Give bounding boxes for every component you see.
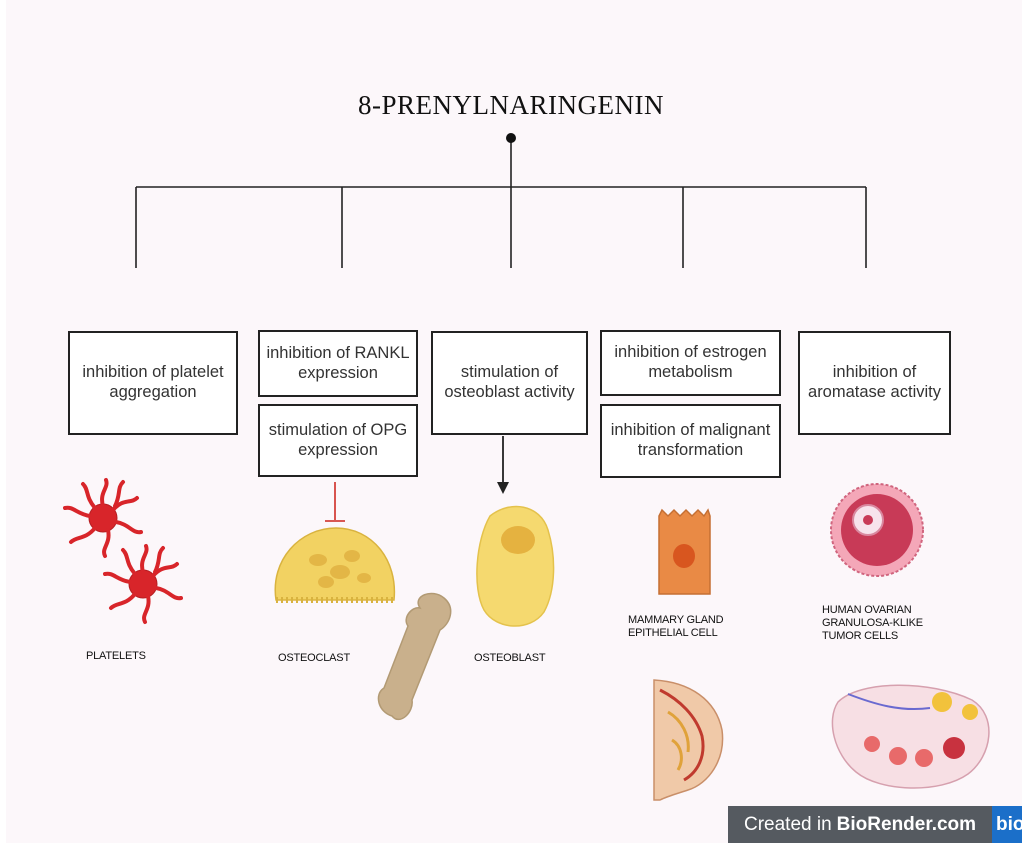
osteoclast-icon — [275, 528, 394, 600]
ovary-icon — [832, 685, 989, 788]
label-ovarian-line2: GRANULOSA-KLIKE — [822, 617, 923, 630]
connector-tree — [136, 138, 866, 268]
watermark-brand: BioRender.com — [837, 814, 976, 836]
label-mammary-line2: EPITHELIAL CELL — [628, 627, 723, 640]
inhibition-marker — [325, 482, 345, 521]
stimulation-arrow — [497, 436, 509, 494]
watermark-prefix: Created in — [744, 814, 832, 836]
biorender-watermark[interactable]: Created in BioRender.com bio — [728, 806, 1022, 843]
effect-box-platelet: inhibition of platelet aggregation — [68, 331, 238, 435]
root-dot — [506, 133, 516, 143]
bone-icon — [378, 593, 450, 719]
effect-box-osteoblast: stimulation of osteoblast activity — [431, 331, 588, 435]
effect-box-malignant: inhibition of malignant transformation — [600, 404, 781, 478]
label-mammary-line1: MAMMARY GLAND — [628, 614, 723, 627]
label-ovarian-cells: HUMAN OVARIAN GRANULOSA-KLIKE TUMOR CELL… — [822, 604, 923, 644]
label-mammary-cell: MAMMARY GLAND EPITHELIAL CELL — [628, 614, 723, 640]
platelet-icon — [65, 480, 181, 622]
label-osteoblast: OSTEOBLAST — [474, 652, 545, 665]
effect-box-aromatase: inhibition of aromatase activity — [798, 331, 951, 435]
epithelial-cell-icon — [659, 510, 710, 594]
osteoblast-icon — [477, 507, 554, 627]
biorender-logo-icon: bio — [992, 806, 1022, 843]
label-ovarian-line3: TUMOR CELLS — [822, 630, 923, 643]
effect-box-opg: stimulation of OPG expression — [258, 404, 418, 477]
effect-box-rankl: inhibition of RANKL expression — [258, 330, 418, 397]
label-ovarian-line1: HUMAN OVARIAN — [822, 604, 923, 617]
effect-box-estrogen: inhibition of estrogen metabolism — [600, 330, 781, 396]
label-platelets: PLATELETS — [86, 650, 146, 663]
label-osteoclast: OSTEOCLAST — [278, 652, 350, 665]
ovarian-follicle-icon — [831, 484, 923, 576]
breast-anatomy-icon — [654, 680, 723, 800]
